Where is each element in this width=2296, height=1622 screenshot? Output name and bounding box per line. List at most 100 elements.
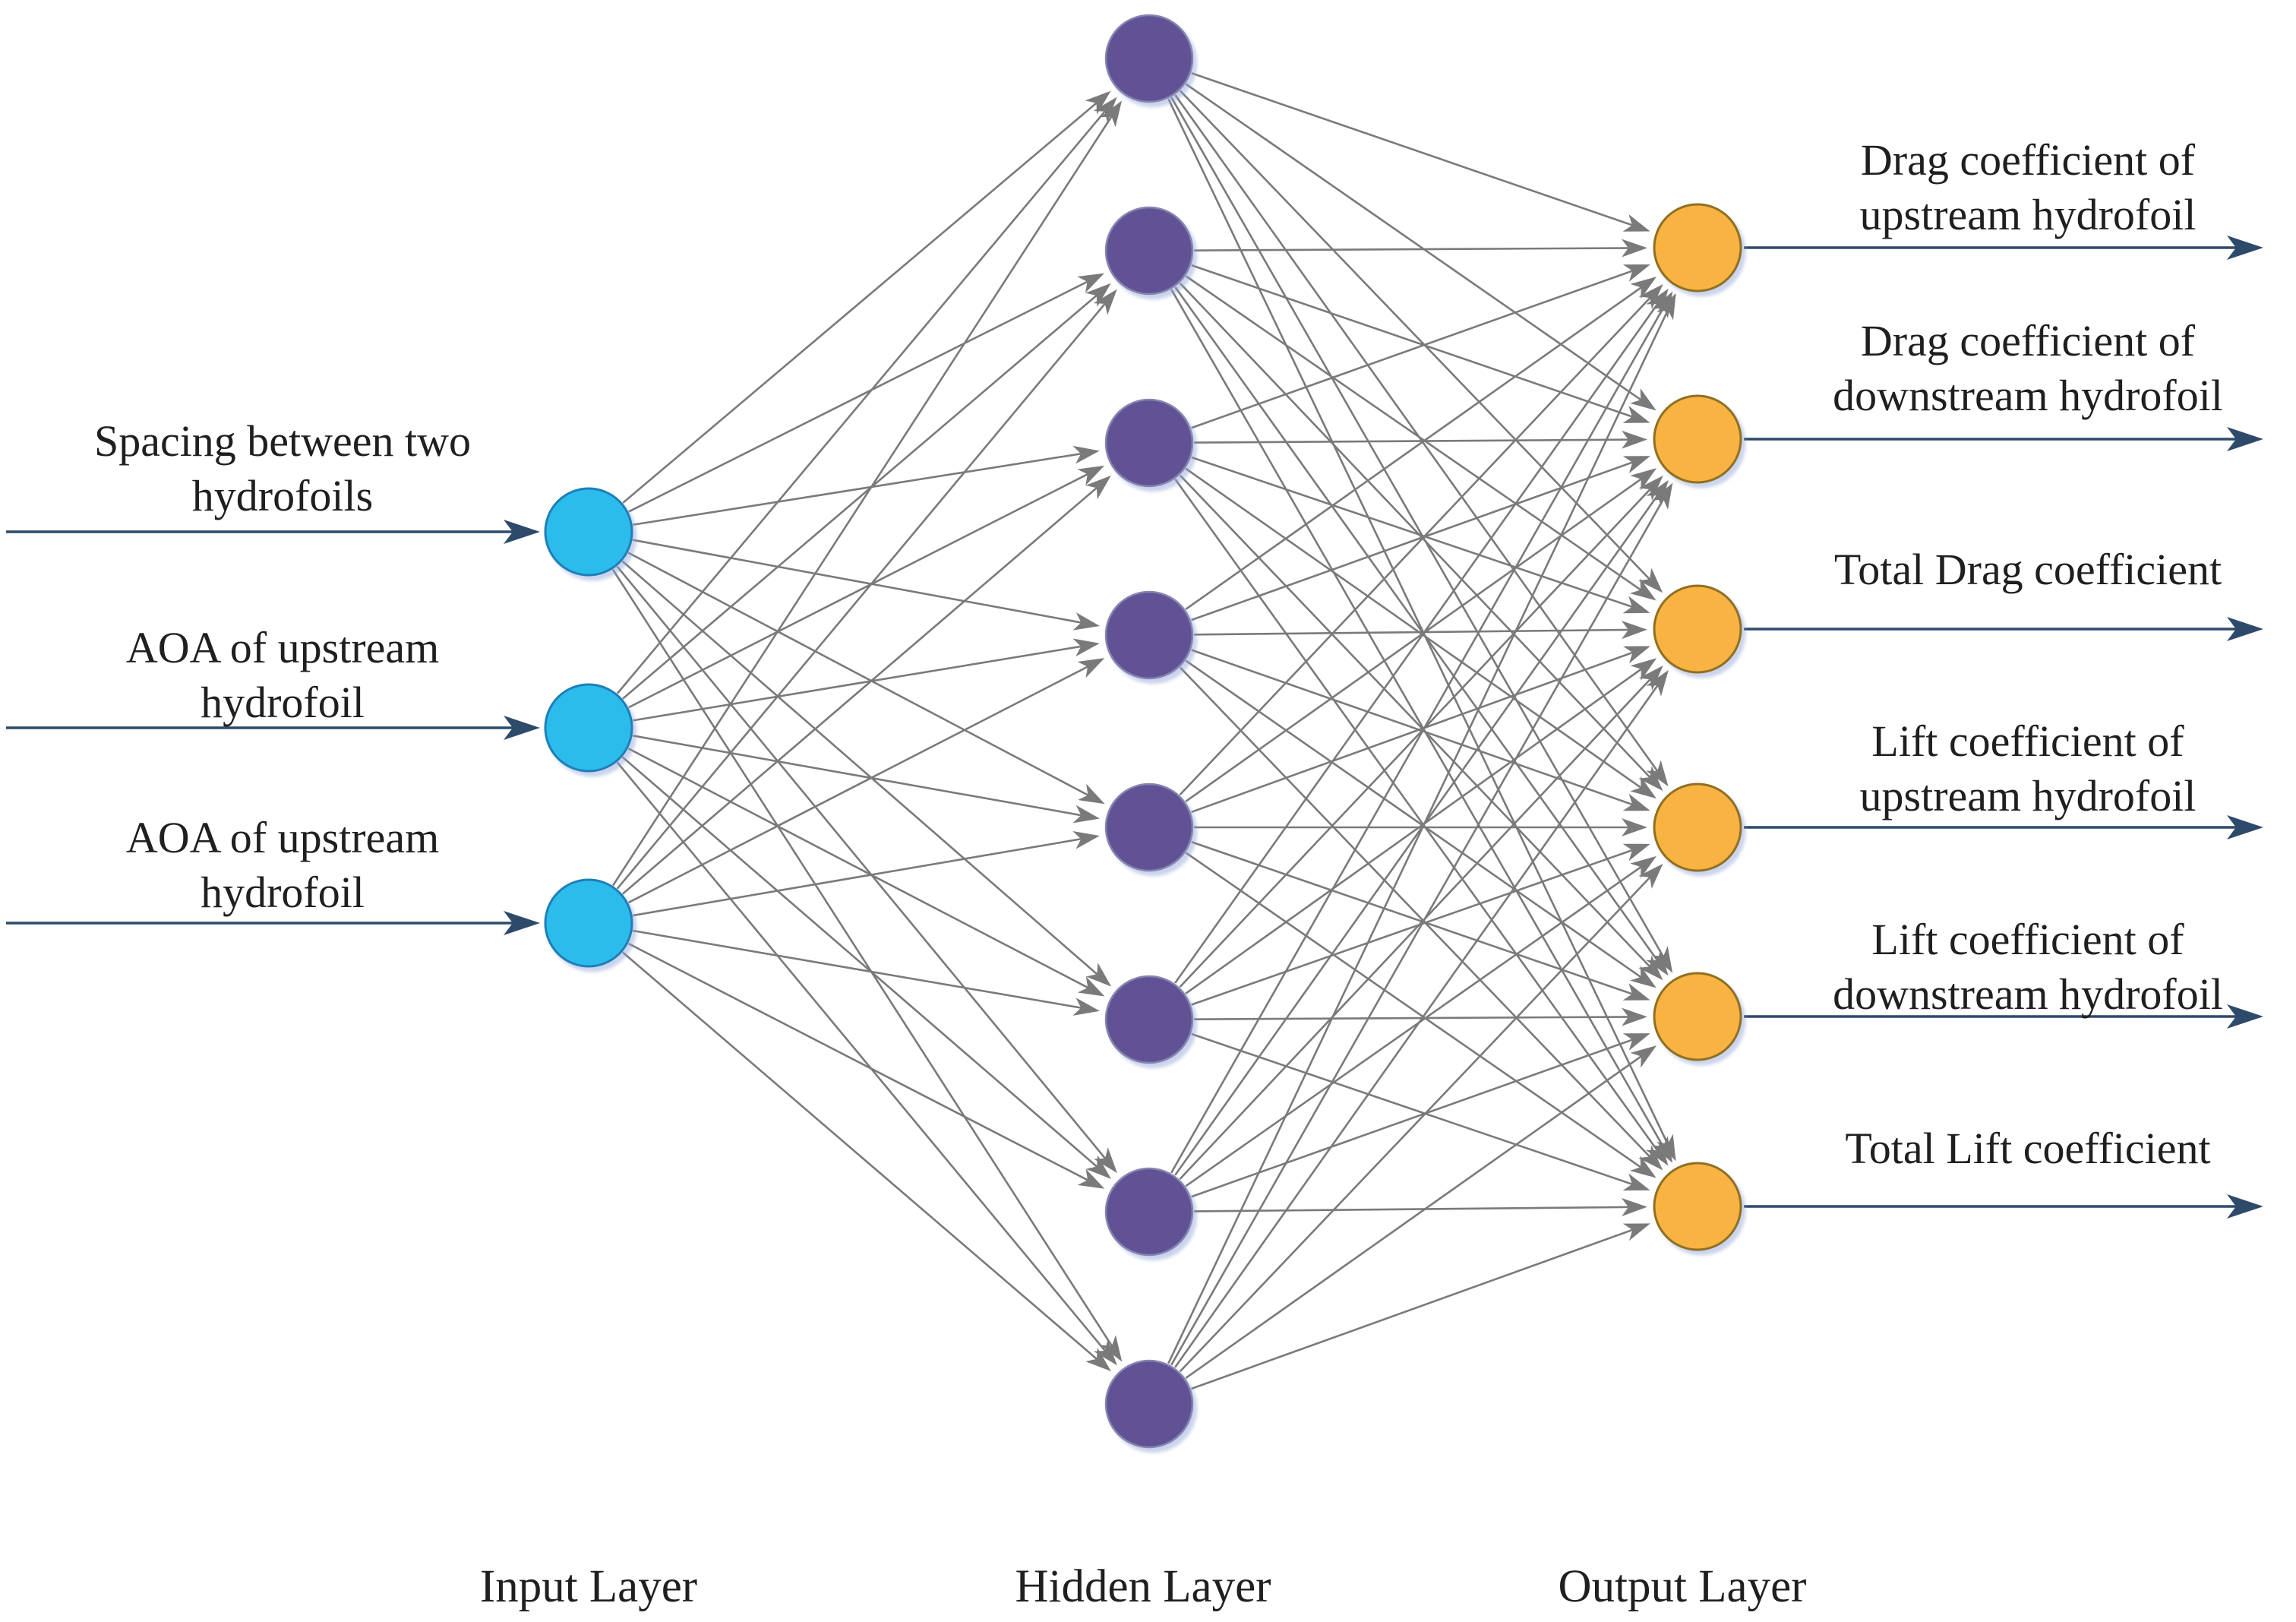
edge-hidden7-output3 [1179,666,1663,1180]
edge-hidden2-output1 [1193,239,1648,258]
edge-input3-hidden5 [632,831,1100,917]
edge-hidden1-output5 [1170,96,1673,973]
edge-input3-hidden1 [612,100,1123,887]
edge-hidden8-output1 [1167,292,1676,1364]
edge-input1-hidden2 [628,273,1104,513]
edge-hidden5-output6 [1185,852,1656,1178]
edge-hidden3-output5 [1179,474,1663,981]
input-label-2-line-1: AOA of upstream [126,623,439,672]
edge-hidden4-output3 [1193,621,1648,640]
output-label-4-line-2: upstream hydrofoil [1860,771,2197,820]
edge-input2-hidden4 [632,638,1100,722]
edge-hidden8-output4 [1179,863,1663,1373]
edge-hidden7-output6 [1193,1197,1648,1216]
input-label-2-line-2: hydrofoil [201,678,365,727]
input-node-3 [544,878,633,968]
edge-input1-hidden6 [621,560,1112,987]
output-node-5 [1653,972,1742,1061]
output-label-1-line-2: upstream hydrofoil [1860,190,2197,239]
edge-input2-hidden5 [632,735,1101,824]
edge-hidden1-output1 [1191,72,1650,232]
edge-hidden8-output5 [1185,1045,1657,1380]
output-label-2-line-1: Drag coefficient of [1861,316,2196,365]
edge-hidden2-output5 [1174,286,1669,976]
edge-input2-hidden6 [627,748,1105,997]
hidden-node-8 [1104,1359,1194,1449]
input-node-2 [544,683,633,773]
edge-input2-hidden2 [622,283,1111,700]
output-node-2 [1653,394,1742,484]
edge-hidden4-output6 [1179,666,1663,1171]
output-node-3 [1653,584,1742,674]
edge-hidden3-output2 [1193,430,1648,449]
edge-hidden8-output2 [1170,482,1673,1366]
layer-caption-hidden: Hidden Layer [1015,1561,1271,1612]
edge-hidden2-output6 [1170,289,1673,1163]
edge-input1-hidden4 [632,539,1101,631]
hidden-node-2 [1104,206,1194,296]
edge-input2-hidden1 [616,96,1117,694]
edge-input3-hidden3 [621,475,1111,895]
output-label-2-line-2: downstream hydrofoil [1833,371,2223,420]
neuron-nodes [544,14,1742,1449]
edge-input2-hidden8 [616,761,1117,1366]
hidden-node-6 [1104,975,1194,1064]
output-node-1 [1653,203,1742,292]
edge-hidden1-output6 [1167,98,1676,1162]
output-label-5-line-2: downstream hydrofoil [1833,969,2223,1019]
edge-input3-hidden2 [616,289,1117,890]
input-label-1-line-2: hydrofoils [192,471,373,520]
edge-hidden1-output2 [1185,83,1656,411]
edge-hidden8-output6 [1191,1223,1650,1390]
edge-input1-hidden3 [633,445,1100,526]
output-node-4 [1653,783,1742,872]
hidden-node-4 [1104,590,1194,680]
input-label-3-line-1: AOA of upstream [126,813,439,862]
edge-hidden6-output1 [1174,288,1669,984]
edge-hidden6-output3 [1185,658,1657,994]
edge-input3-hidden6 [632,929,1100,1016]
edge-hidden8-output3 [1174,669,1669,1368]
edge-hidden5-output2 [1185,468,1657,802]
edge-input3-hidden7 [627,942,1105,1189]
edge-hidden3-output6 [1174,479,1669,1166]
input-label-1-line-1: Spacing between two [94,416,471,466]
edge-hidden7-output1 [1170,291,1673,1174]
output-node-6 [1653,1162,1742,1251]
output-label-1-line-1: Drag coefficient of [1861,135,2196,185]
edge-hidden1-output3 [1179,90,1663,593]
edge-hidden7-output5 [1191,1033,1650,1198]
hidden-node-7 [1104,1167,1194,1257]
edge-hidden6-output6 [1191,1032,1650,1191]
edge-input2-hidden3 [628,465,1105,709]
output-label-5-line-1: Lift coefficient of [1871,915,2184,964]
hidden-node-3 [1104,398,1194,488]
edge-hidden6-output2 [1179,475,1663,988]
output-label-6-line-1: Total Lift coefficient [1845,1124,2210,1173]
output-label-3-line-1: Total Drag coefficient [1834,545,2222,594]
edge-hidden4-output2 [1191,456,1650,621]
edge-hidden2-output2 [1191,264,1650,423]
edge-hidden2-output3 [1185,275,1656,601]
output-label-4-line-1: Lift coefficient of [1871,716,2184,766]
layer-caption-output: Output Layer [1559,1561,1807,1612]
edge-input1-hidden8 [611,568,1123,1362]
edge-hidden5-output1 [1179,283,1663,796]
edge-hidden6-output5 [1193,1007,1648,1026]
edge-input3-hidden8 [621,951,1111,1372]
edge-input2-hidden7 [621,756,1112,1179]
hidden-node-1 [1104,14,1194,103]
connection-edges [611,72,1676,1390]
layer-caption-input: Input Layer [480,1561,697,1612]
edge-hidden3-output3 [1191,456,1650,614]
edge-input1-hidden5 [627,552,1105,805]
edge-input1-hidden7 [616,565,1118,1174]
edge-input1-hidden1 [622,90,1111,504]
io-arrows [6,236,2263,1219]
edge-hidden4-output1 [1185,277,1657,611]
edge-hidden4-output5 [1185,659,1656,988]
input-node-1 [544,487,633,577]
